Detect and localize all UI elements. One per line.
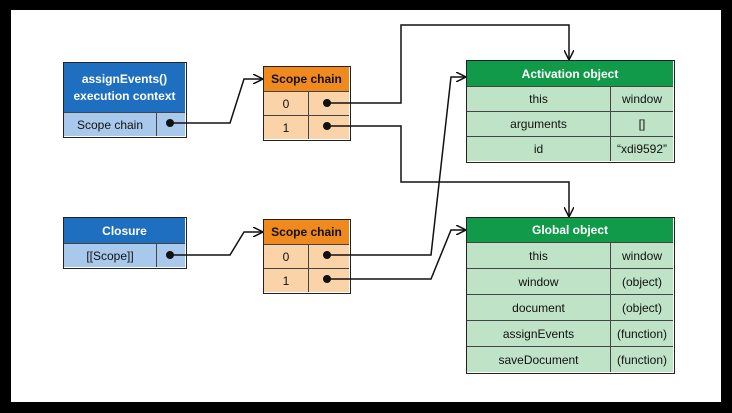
activation-value-this: window <box>610 86 673 111</box>
arrow-scope2-0-to-activation <box>327 77 465 256</box>
pointer-dot-scope1-1 <box>323 122 331 130</box>
closure-header: Closure <box>64 218 185 243</box>
execution-context-scope-label: Scope chain <box>64 112 156 136</box>
scope-chain-2-header: Scope chain <box>264 220 349 244</box>
activation-object-box: Activation object this window arguments … <box>466 60 675 163</box>
execution-context-title-line1: assignEvents() <box>81 71 168 86</box>
arrow-exec-to-scope-chain-1 <box>170 79 262 124</box>
global-key-savedocument: saveDocument <box>467 346 610 372</box>
global-value-document: (object) <box>610 294 673 320</box>
pointer-dot-exec-context <box>166 119 174 127</box>
pointer-dot-scope1-0 <box>323 99 331 107</box>
execution-context-title-line2: execution context <box>73 88 176 103</box>
activation-value-id: “xdi9592” <box>610 136 673 161</box>
execution-context-pointer-cell <box>156 112 185 136</box>
activation-object-header: Activation object <box>467 61 673 86</box>
arrow-closure-to-scope-chain-2 <box>170 232 262 256</box>
connector-lines <box>170 24 721 280</box>
scope-chain-1-header: Scope chain <box>264 67 349 91</box>
arrow-scope1-0-to-activation <box>327 24 569 104</box>
execution-context-header: assignEvents() execution context <box>64 63 185 112</box>
scope-chain-1-index-1: 1 <box>264 115 308 139</box>
global-object-header: Global object <box>467 218 673 242</box>
pointer-dot-scope2-0 <box>323 251 331 259</box>
execution-context-box: assignEvents() execution context Scope c… <box>63 62 187 138</box>
global-key-this: this <box>467 242 610 268</box>
activation-key-id: id <box>467 136 610 161</box>
scope-chain-1-index-0: 0 <box>264 91 308 115</box>
arrow-scope2-1-to-global <box>327 230 465 280</box>
global-value-window: (object) <box>610 268 673 294</box>
closure-scope-label: [[Scope]] <box>64 243 156 267</box>
global-value-savedocument: (function) <box>610 346 673 372</box>
global-key-window: window <box>467 268 610 294</box>
arrow-scope1-1-to-global <box>327 125 569 216</box>
scope-chain-2-index-0: 0 <box>264 244 308 268</box>
activation-value-arguments: [] <box>610 111 673 136</box>
activation-key-this: this <box>467 86 610 111</box>
diagram-canvas: assignEvents() execution context Scope c… <box>11 10 721 402</box>
activation-key-arguments: arguments <box>467 111 610 136</box>
scope-chain-box-1: Scope chain 0 1 <box>263 66 351 141</box>
global-value-this: window <box>610 242 673 268</box>
pointer-dot-closure <box>166 251 174 259</box>
global-key-assignevents: assignEvents <box>467 320 610 346</box>
global-value-assignevents: (function) <box>610 320 673 346</box>
pointer-dot-scope2-1 <box>323 275 331 283</box>
global-object-box: Global object this window window (object… <box>466 217 675 374</box>
scope-chain-2-index-1: 1 <box>264 268 308 292</box>
global-key-document: document <box>467 294 610 320</box>
